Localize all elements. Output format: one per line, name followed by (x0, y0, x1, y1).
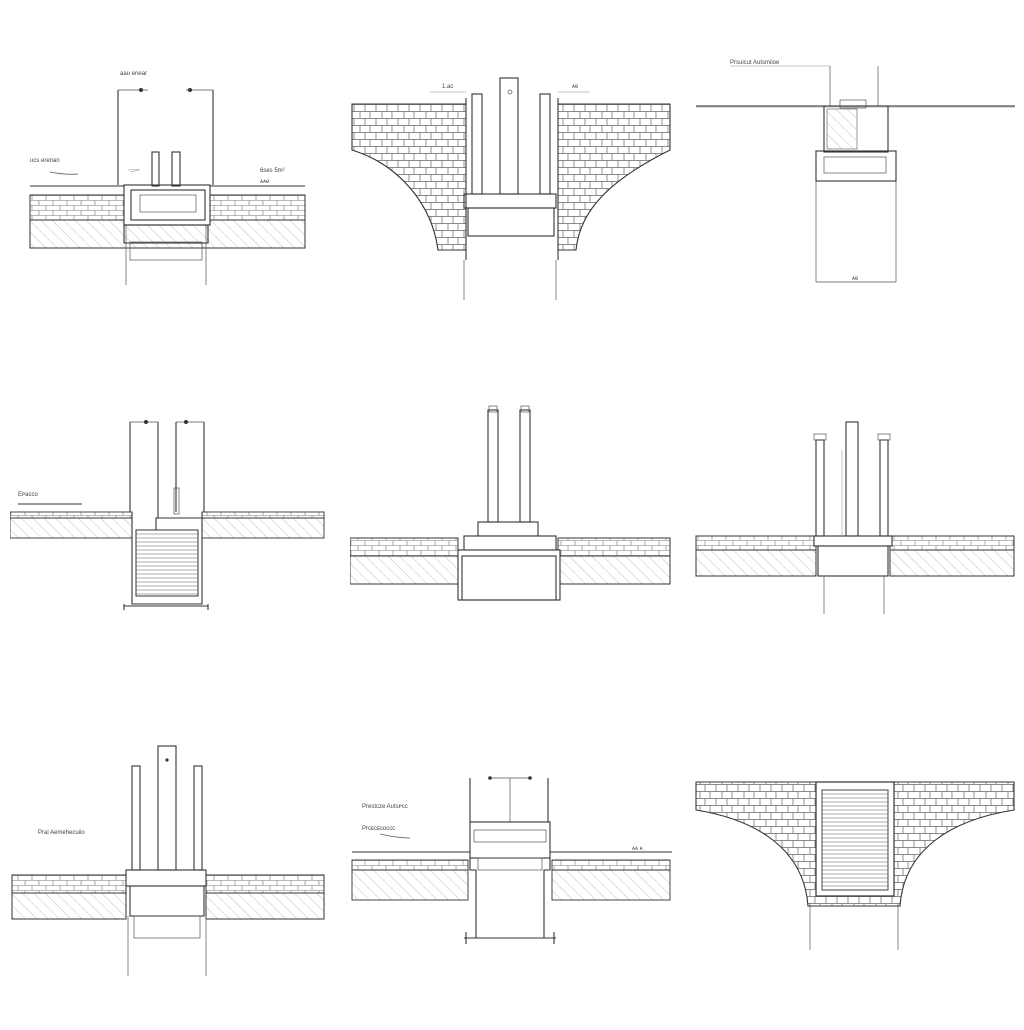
label: ucs erenan (30, 158, 60, 164)
detail-9 (690, 700, 1020, 1030)
detail-5 (350, 360, 680, 690)
label: Prᴄᴇᴄᴇᴄᴏᴄᴄᴄ (362, 826, 395, 832)
label: 6ses 5m² (260, 168, 285, 174)
label: 1.ac (442, 84, 453, 90)
label: Prsuicut Autsmiioe (730, 60, 780, 66)
detail-1: aau enear ucs erenan 6ses 5m² ᴀᴀe (10, 20, 340, 350)
label: Eᴘaᴄᴄo (18, 492, 38, 498)
label: Prai Aemehecuiio (38, 830, 85, 836)
detail-3: Prsuicut Autsmiioe ᴀe (690, 20, 1020, 350)
detail-8: Prestcze Aᴜtsᴘᴄc Prᴄᴇᴄᴇᴄᴏᴄᴄᴄ ᴀᴀ ᴀ (350, 700, 680, 1030)
label: ᴀᴀ ᴀ (632, 846, 643, 852)
label: ᴀe (852, 276, 859, 282)
detail-6 (690, 360, 1020, 690)
detail-4: Eᴘaᴄᴄo (10, 360, 340, 690)
label: Prestcze Aᴜtsᴘᴄc (362, 804, 408, 810)
detail-7: Prai Aemehecuiio (10, 700, 340, 1030)
label: ᴀᴀe (260, 179, 270, 185)
label: aau enear (120, 71, 147, 77)
detail-2: 1.ac ᴀe (350, 20, 680, 350)
label: ᴀe (572, 84, 579, 90)
